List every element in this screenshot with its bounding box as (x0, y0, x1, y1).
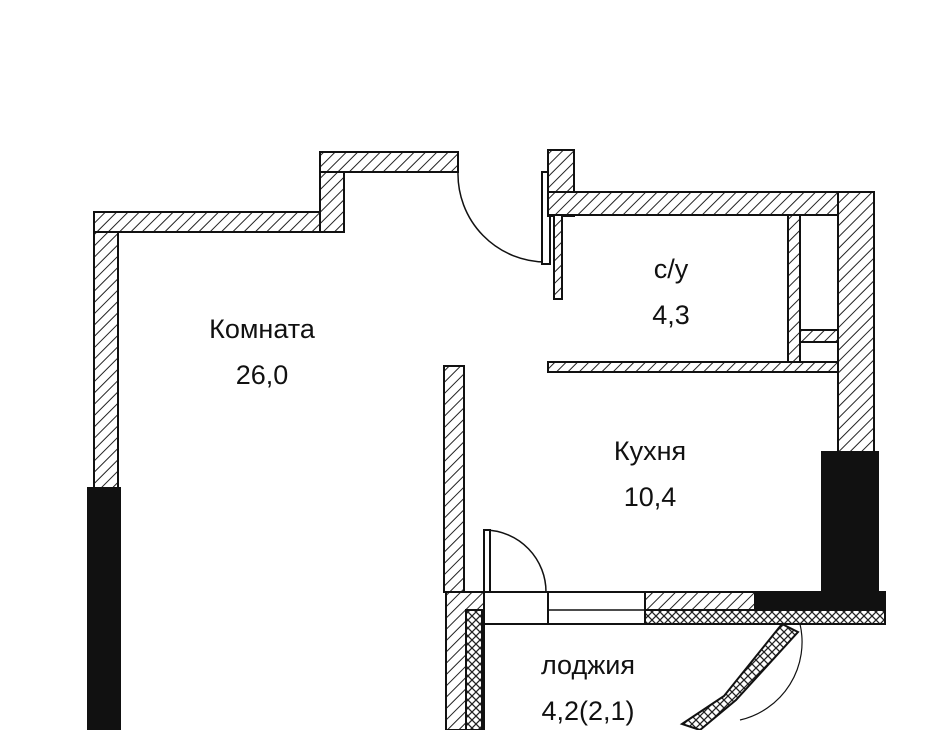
wall-right (837, 191, 875, 453)
wall-bath-bottom (547, 361, 839, 373)
balcony-door-arc (485, 529, 547, 593)
insulation (644, 609, 886, 625)
room-name: Комната (209, 314, 316, 344)
wall-shaft (787, 214, 801, 366)
room-komnata: Комната 26,0 (209, 314, 316, 390)
room-area: 10,4 (624, 482, 677, 512)
room-area: 4,3 (652, 300, 690, 330)
column-solid (821, 451, 879, 595)
balcony-door-frame (483, 591, 549, 625)
balcony-door-leaf (483, 529, 491, 593)
loggia-door-arc (739, 623, 803, 721)
entry-door-leaf (541, 171, 551, 265)
room-name: с/у (654, 254, 689, 284)
wall-left-solid (87, 487, 121, 730)
loggia-glazing (679, 622, 800, 730)
room-area: 26,0 (236, 360, 289, 390)
wall-kitchen-left (443, 365, 465, 593)
room-area: 4,2(2,1) (541, 696, 634, 726)
wall-bath-top (547, 191, 875, 216)
wall-top-niche (319, 151, 459, 173)
wall-bath-left (553, 214, 563, 300)
loggia-insulation (465, 609, 483, 730)
room-loggia: лоджия 4,2(2,1) (541, 650, 635, 726)
shaft-divider (799, 329, 839, 343)
room-name: лоджия (541, 650, 635, 680)
entry-door-arc (457, 171, 547, 263)
room-bathroom: с/у 4,3 (652, 254, 690, 330)
wall-top-left (93, 211, 323, 233)
room-name: Кухня (614, 436, 686, 466)
wall-left (93, 211, 119, 491)
room-kitchen: Кухня 10,4 (614, 436, 686, 512)
window (547, 591, 646, 625)
